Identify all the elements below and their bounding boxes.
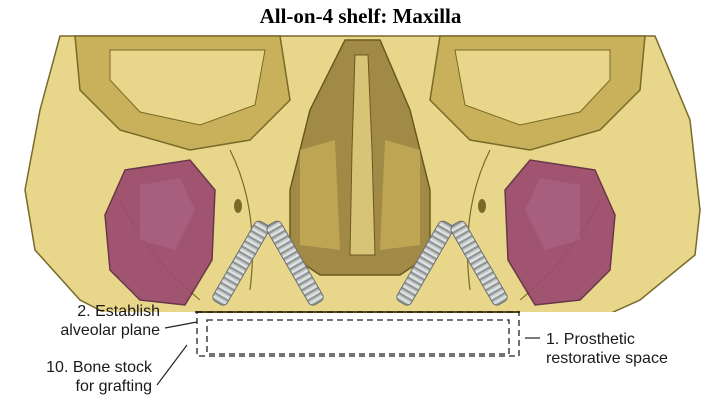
bone-stock-label: 10. Bone stock for grafting [0, 358, 152, 396]
establish-label-line2: alveolar plane [10, 321, 160, 340]
prosthetic-label: 1. Prosthetic restorative space [546, 330, 716, 368]
establish-label-line1: 2. Establish [10, 302, 160, 321]
prosthetic-label-line2: restorative space [546, 349, 716, 368]
bone-stock-label-line1: 10. Bone stock [0, 358, 152, 377]
establish-label: 2. Establish alveolar plane [10, 302, 160, 340]
prosthetic-label-line1: 1. Prosthetic [546, 330, 716, 349]
bone-stock-label-line2: for grafting [0, 377, 152, 396]
